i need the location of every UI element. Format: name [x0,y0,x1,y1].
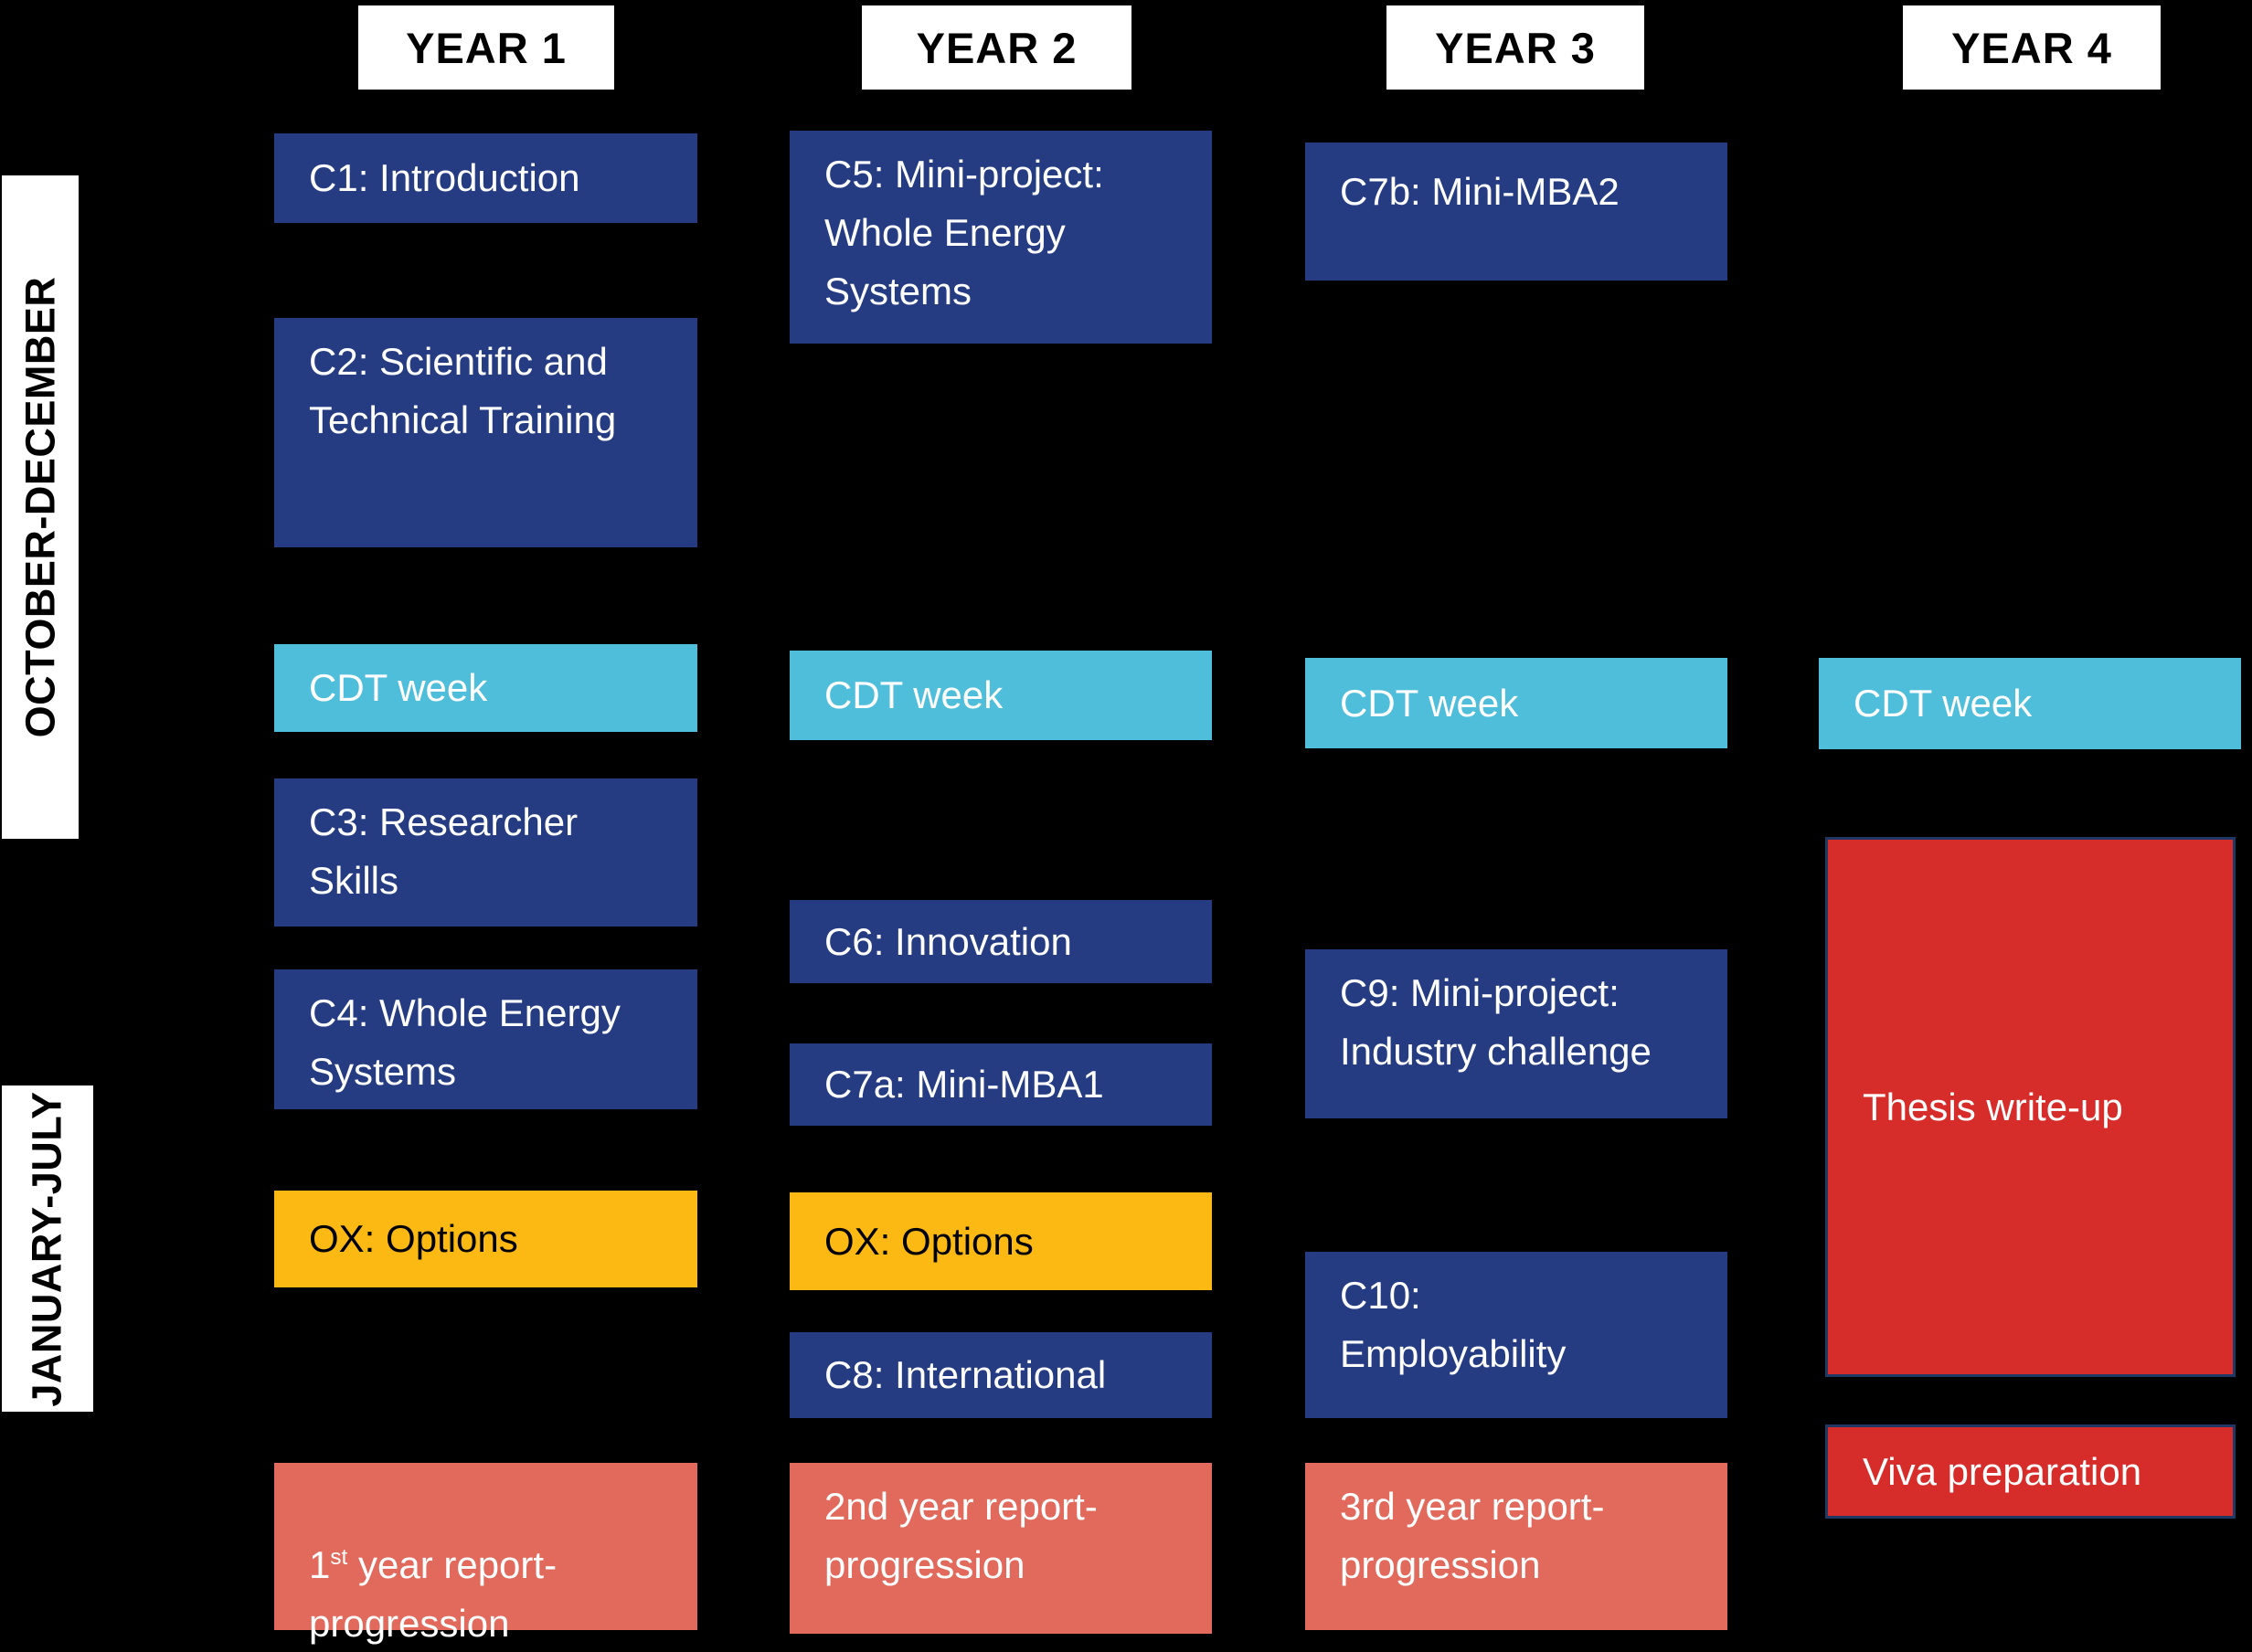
module-box-c8: C8: International [790,1332,1212,1418]
module-box-c4: C4: Whole Energy Systems [274,969,697,1109]
module-box-c7a: C7a: Mini-MBA1 [790,1043,1212,1126]
options-box-year2: OX: Options [790,1192,1212,1290]
module-box-c1: C1: Introduction [274,133,697,223]
report1-line1: year report- [347,1542,558,1586]
report1-line2: progression [309,1601,510,1645]
report-box-year2: 2nd year report- progression [790,1463,1212,1634]
options-box-year1: OX: Options [274,1191,697,1287]
year-4-header: YEAR 4 [1903,5,2161,90]
cdt-week-box-year4: CDT week [1819,658,2241,749]
row-label-january-july: JANUARY-JULY [2,1085,93,1412]
year-3-header: YEAR 3 [1386,5,1644,90]
cdt-week-box-year2: CDT week [790,651,1212,740]
module-box-c9: C9: Mini-project: Industry challenge [1305,949,1727,1118]
report1-number: 1 [309,1542,331,1586]
module-box-c10: C10: Employability [1305,1252,1727,1418]
report-box-year1: 1st year report-progression [274,1463,697,1645]
report-box-year3: 3rd year report- progression [1305,1463,1727,1630]
module-box-c2: C2: Scientific and Technical Training [274,318,697,547]
thesis-writeup-box: Thesis write-up [1825,837,2236,1377]
report1-ordinal-suffix: st [330,1544,348,1570]
row-label-october-december: OCTOBER-DECEMBER [2,175,79,839]
module-box-c6: C6: Innovation [790,900,1212,983]
module-box-c7b: C7b: Mini-MBA2 [1305,143,1727,281]
year-1-header: YEAR 1 [358,5,614,90]
module-box-c3: C3: Researcher Skills [274,778,697,927]
module-box-c5: C5: Mini-project: Whole Energy Systems [790,131,1212,344]
cdt-week-box-year3: CDT week [1305,658,1727,748]
cdt-week-box-year1: CDT week [274,644,697,732]
viva-preparation-box: Viva preparation [1825,1424,2236,1519]
year-2-header: YEAR 2 [862,5,1131,90]
